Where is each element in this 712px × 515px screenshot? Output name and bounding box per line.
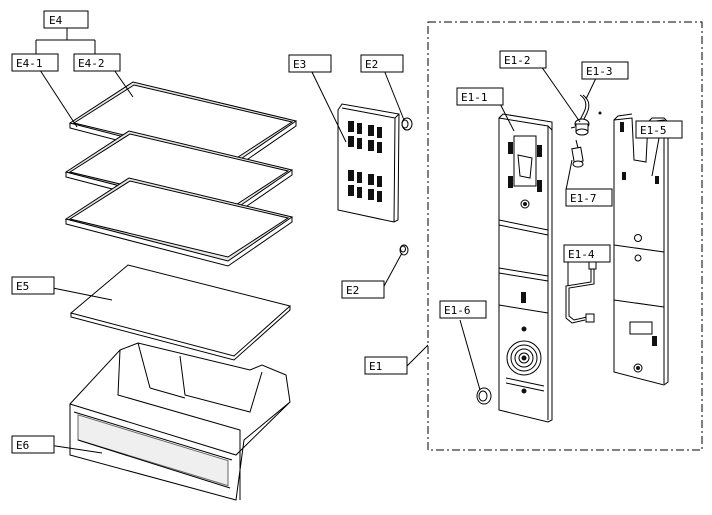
svg-text:E2: E2: [365, 58, 378, 71]
svg-text:E6: E6: [16, 439, 29, 452]
svg-text:E4: E4: [49, 14, 63, 27]
svg-text:E2: E2: [346, 284, 359, 297]
cap-e2-bottom: [399, 244, 409, 256]
rear-panel-e3: [337, 103, 400, 223]
svg-text:E4-2: E4-2: [78, 57, 105, 70]
label-e4-2: E4-2: [73, 53, 121, 72]
label-e1: E1: [364, 356, 408, 375]
svg-text:E1-3: E1-3: [586, 65, 613, 78]
e1-assembly-boundary: [427, 21, 703, 451]
label-e1-4: E1-4: [563, 244, 611, 263]
cap-e2-top: [401, 117, 413, 131]
duct-cover-e1-1: [498, 113, 553, 423]
e1-boundary-leader: [406, 344, 429, 367]
leader-lines: [35, 28, 660, 454]
crisper-drawer: [69, 342, 291, 501]
label-e4-1: E4-1: [11, 53, 59, 72]
label-e2-bottom: E2: [341, 280, 385, 299]
connector-e1-7: [571, 139, 584, 168]
knob-e1-6: [476, 387, 492, 405]
label-e1-1: E1-1: [456, 87, 504, 106]
svg-text:E1-6: E1-6: [444, 304, 471, 317]
label-e1-7: E1-7: [565, 188, 613, 207]
sensor-e1-2: [570, 94, 602, 136]
label-e5: E5: [11, 276, 55, 295]
svg-text:E1-2: E1-2: [504, 54, 531, 67]
label-e1-6: E1-6: [439, 300, 487, 319]
bracket-e1-5: [613, 113, 669, 386]
svg-text:E3: E3: [293, 58, 306, 71]
label-e2-top: E2: [360, 54, 404, 73]
label-e3: E3: [288, 54, 332, 73]
label-e4: E4: [43, 10, 89, 29]
label-e1-2: E1-2: [499, 50, 547, 69]
wire-harness-e1-4: [565, 261, 597, 324]
label-e1-5: E1-5: [635, 120, 683, 139]
label-e1-3: E1-3: [581, 61, 629, 80]
svg-text:E1-5: E1-5: [640, 124, 667, 137]
label-e6: E6: [11, 435, 55, 454]
svg-text:E5: E5: [16, 280, 29, 293]
glass-panel: [69, 264, 292, 361]
shelf-bottom: [64, 177, 294, 267]
svg-text:E1-1: E1-1: [461, 91, 488, 104]
svg-text:E1: E1: [369, 360, 382, 373]
svg-text:E1-4: E1-4: [568, 248, 595, 261]
label-boxes: E4 E4-1 E4-2 E5 E6 E3 E2 E2: [11, 10, 683, 454]
svg-text:E1-7: E1-7: [570, 192, 597, 205]
svg-text:E4-1: E4-1: [16, 57, 43, 70]
